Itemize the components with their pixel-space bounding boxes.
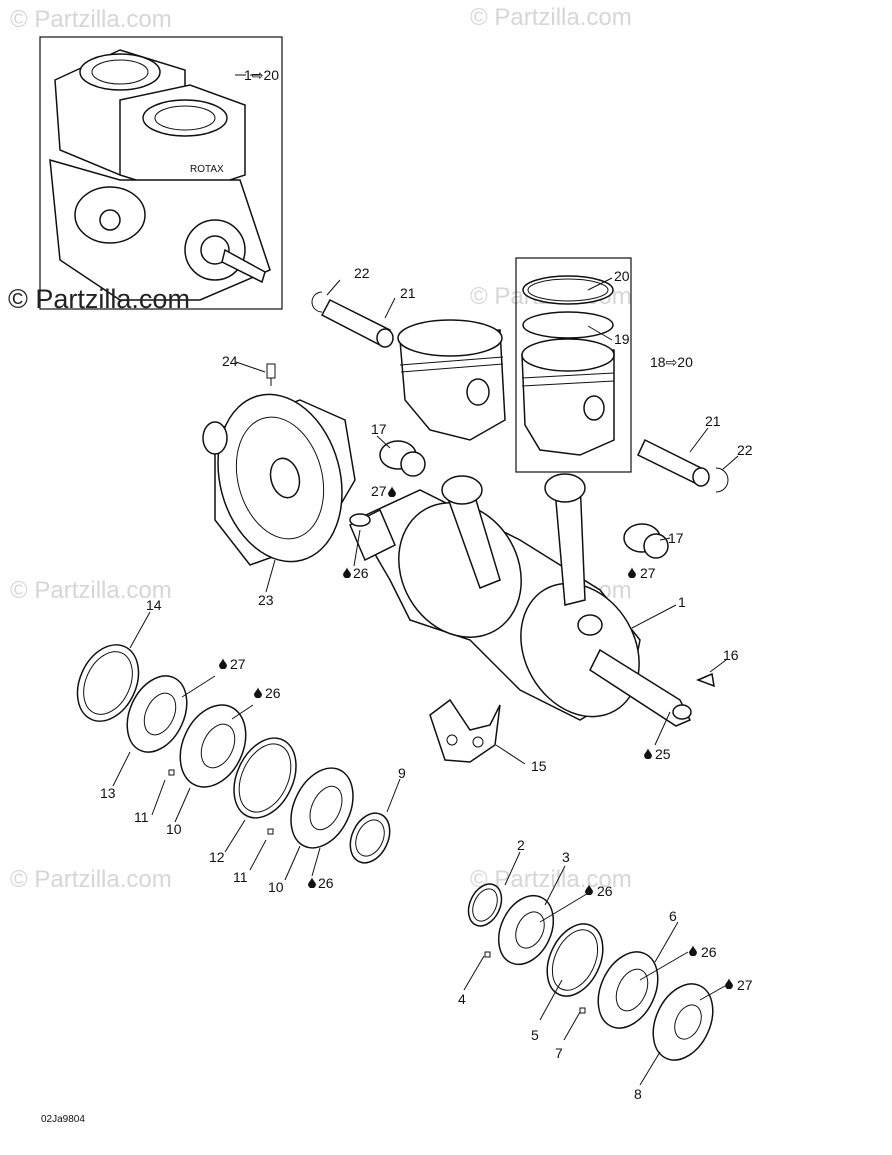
watermark: © Partzilla.com	[10, 866, 172, 893]
callout-5: 5	[531, 1027, 539, 1043]
callout-20: 20	[614, 268, 630, 284]
callout-9: 9	[398, 765, 406, 781]
callout-10: 10	[268, 879, 284, 895]
callout-4: 4	[458, 991, 466, 1007]
callout-27: 27	[640, 565, 656, 581]
callout-27: 27	[230, 656, 246, 672]
needle-bearings	[379, 440, 669, 559]
callout-26: 26	[265, 685, 281, 701]
callout-26: 26	[597, 883, 613, 899]
watermark: © Partzilla.com	[10, 577, 172, 604]
flywheel	[202, 393, 356, 566]
callout-17: 17	[371, 421, 387, 437]
callout-26: 26	[701, 944, 717, 960]
callout-1: 1	[678, 594, 686, 610]
left-bearing-stack	[76, 644, 391, 864]
callout-3: 3	[562, 849, 570, 865]
watermark: © Partzilla.com	[10, 6, 172, 33]
callout-1-20: 1⇨20	[244, 67, 279, 83]
callout-19: 19	[614, 331, 630, 347]
callout-27: 27	[371, 483, 387, 499]
callout-15: 15	[531, 758, 547, 774]
sensor	[266, 363, 276, 386]
bearing-support	[429, 698, 501, 763]
callout-21: 21	[705, 413, 721, 429]
watermark-inset: © Partzilla.com	[8, 284, 190, 314]
callout-22: 22	[737, 442, 753, 458]
callout-8: 8	[634, 1086, 642, 1102]
callout-25: 25	[655, 746, 671, 762]
callout-13: 13	[100, 785, 116, 801]
callout-11: 11	[134, 809, 149, 825]
crankshaft	[349, 473, 692, 727]
callout-22: 22	[354, 265, 370, 281]
callout-17: 17	[668, 530, 684, 546]
drawing-code: 02Ja9804	[41, 1114, 85, 1125]
piston-pins	[311, 291, 729, 493]
callout-10: 10	[166, 821, 182, 837]
woodruff-key	[695, 672, 715, 688]
callout-16: 16	[723, 647, 739, 663]
leader-lines	[112, 74, 739, 1086]
piston-left	[397, 319, 506, 441]
callout-18-20: 18⇨20	[650, 354, 693, 370]
callout-12: 12	[209, 849, 225, 865]
callout-11: 11	[233, 869, 248, 885]
callout-26: 26	[318, 875, 334, 891]
engine-inset: ROTAX	[39, 36, 283, 310]
callout-21: 21	[400, 285, 416, 301]
callout-2: 2	[517, 837, 525, 853]
piston-boxed	[515, 257, 632, 473]
callout-labels: 1⇨20 22 21 20 19 18⇨20 24 21 22 17 27 17…	[100, 67, 753, 1102]
callout-14: 14	[146, 597, 162, 613]
callout-24: 24	[222, 353, 238, 369]
callout-27: 27	[737, 977, 753, 993]
callout-23: 23	[258, 592, 274, 608]
callout-6: 6	[669, 908, 677, 924]
callout-7: 7	[555, 1045, 563, 1061]
callout-26: 26	[353, 565, 369, 581]
svg-text:ROTAX: ROTAX	[190, 164, 224, 175]
watermark: © Partzilla.com	[470, 4, 632, 31]
right-bearing-stack	[467, 883, 714, 1061]
